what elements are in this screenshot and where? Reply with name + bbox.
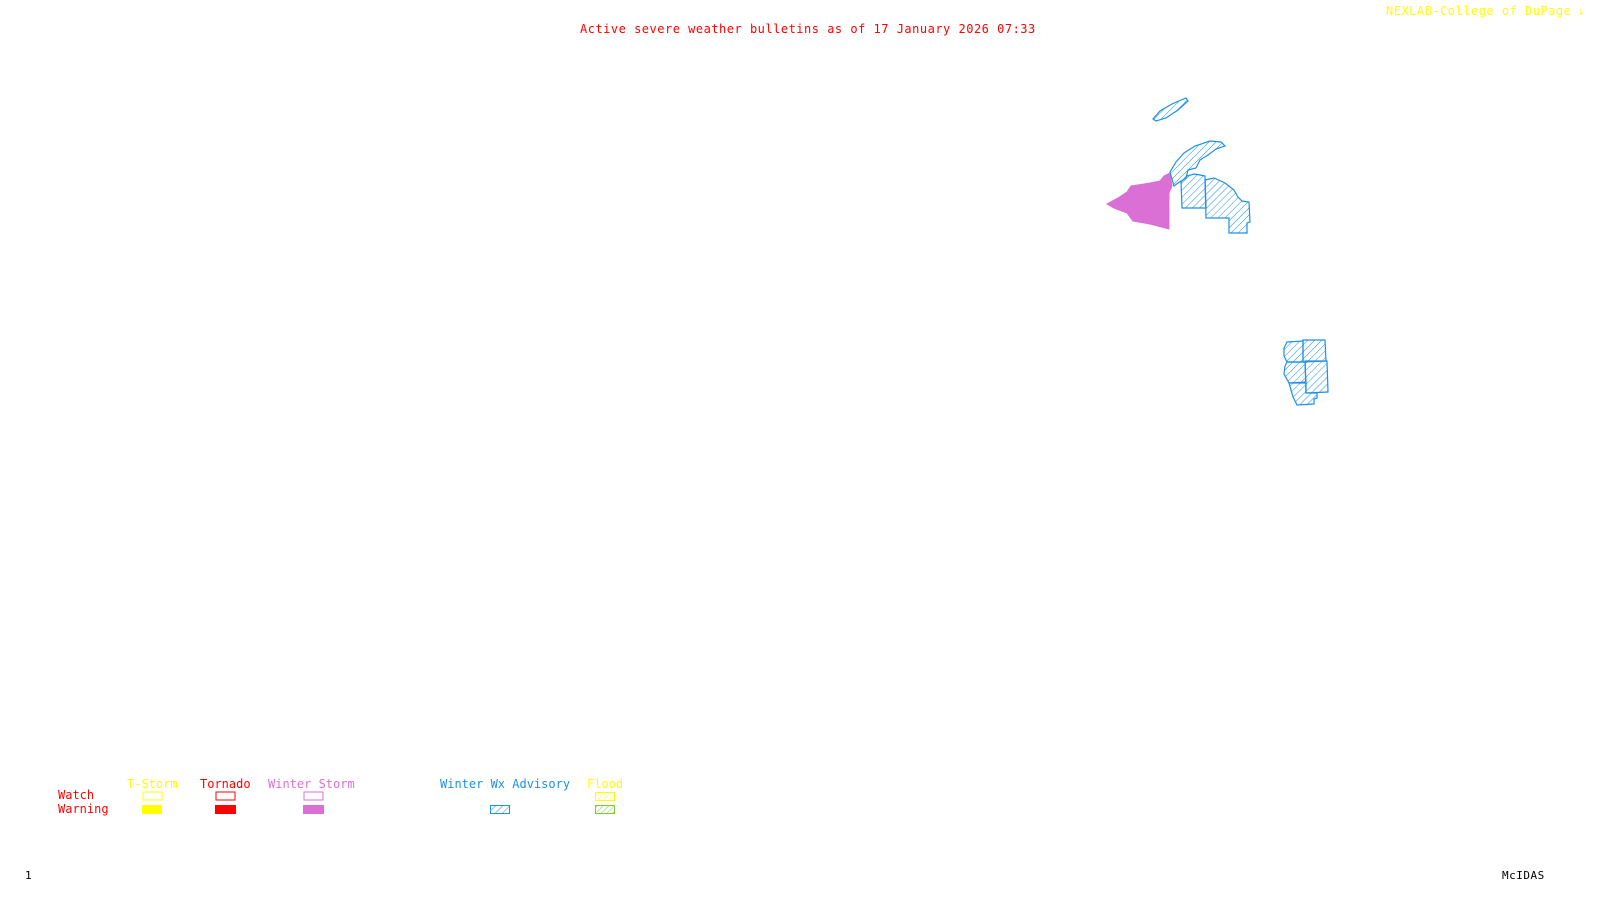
frame-number: 1 — [25, 869, 33, 882]
legend-tornado-warning-swatch — [215, 805, 236, 814]
legend-header-tornado: Tornado — [200, 777, 251, 791]
legend-header-flood: Flood — [587, 777, 624, 791]
legend-row-warning: Warning — [58, 802, 109, 816]
legend-header-winter-storm: Winter Storm — [268, 777, 355, 791]
winter-wx-advisory-area-south — [1283, 339, 1329, 406]
legend-flood-watch-swatch — [595, 792, 615, 801]
legend-flood-warning-swatch — [595, 805, 615, 814]
credit-text: NEXLAB-College of DuPage — [1386, 4, 1572, 18]
legend-swatches — [142, 791, 615, 814]
legend-row-watch: Watch — [58, 788, 95, 802]
winter-storm-warning-area-north — [1105, 172, 1173, 230]
legend-header-winter-wx-advisory: Winter Wx Advisory — [440, 777, 571, 791]
legend-tstorm-watch-swatch — [142, 791, 163, 801]
legend-winter-storm-watch-swatch — [303, 791, 324, 801]
winter-wx-advisory-area-north — [1169, 140, 1251, 234]
logo-corner-icon: ⭏ — [1571, 4, 1584, 18]
legend-winter-storm-warning-swatch — [303, 805, 324, 814]
legend-tornado-watch-swatch — [215, 791, 236, 801]
legend-winter-wx-advisory-swatch — [490, 805, 510, 814]
software-label: McIDAS — [1502, 869, 1545, 882]
credit-label: NEXLAB-College of DuPage ⭏ — [1386, 5, 1584, 17]
legend-header-tstorm: T-Storm — [127, 777, 178, 791]
map-title: Active severe weather bulletins as of 17… — [580, 22, 1036, 36]
winter-wx-advisory-island — [1152, 97, 1189, 122]
legend-tstorm-warning-swatch — [142, 805, 162, 814]
